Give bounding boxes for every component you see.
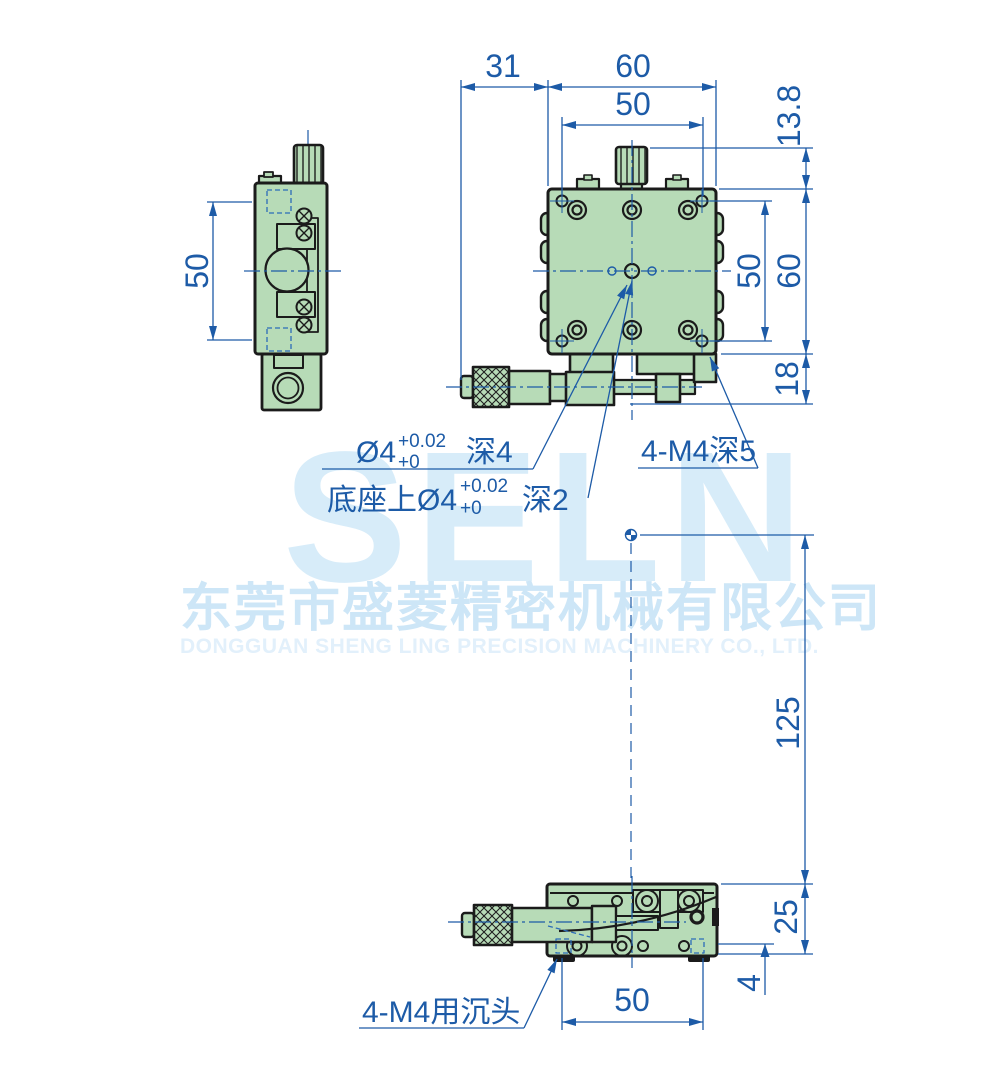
dim-4-arrowhead <box>760 944 770 957</box>
ann-hole-base-tol-lower: +0 <box>460 498 482 519</box>
carriage-screws <box>635 889 701 913</box>
dim-18: 18 <box>769 361 805 397</box>
adjust-knob-left-view <box>292 143 325 186</box>
base-hole-datum <box>624 528 638 884</box>
hidden-countersunk-holes <box>547 925 705 954</box>
dimension-texts: 31 60 50 13.8 50 60 18 125 25 4 50 50 <box>179 48 807 1018</box>
ann-hole-top-tol-lower: +0 <box>398 452 420 473</box>
base-stem <box>654 372 682 404</box>
dim-50-left: 50 <box>179 253 215 289</box>
dim-4: 4 <box>731 974 767 992</box>
drive-block <box>659 889 679 929</box>
micrometer-barrel-front-view <box>510 906 594 944</box>
extension-lines <box>207 80 814 1030</box>
ann-corner-holes: 4-M4深5 <box>641 435 756 468</box>
micrometer-thimble-front-view <box>472 903 514 947</box>
datum-point-quadrants <box>625 529 637 541</box>
hidden-hole-top <box>266 189 292 214</box>
ann-hole-base-suffix: 深2 <box>522 484 569 517</box>
dim-13-8: 13.8 <box>771 85 807 147</box>
dim-31: 31 <box>485 48 521 84</box>
micrometer-tip-front-view <box>460 911 476 939</box>
side-setscrew <box>712 908 719 926</box>
micrometer-mount-top-view <box>564 370 616 407</box>
ann-hole-top-suffix: 深4 <box>466 436 513 469</box>
leader-lines <box>322 280 759 1029</box>
dim-60-right: 60 <box>771 253 807 289</box>
dim-50-top: 50 <box>615 86 651 122</box>
side-clamp-hole <box>264 247 310 293</box>
top-view <box>446 140 731 420</box>
hidden-hole-bottom <box>266 327 292 352</box>
ann-hole-top-tol-upper: +0.02 <box>398 431 446 452</box>
watermark: SELN 东莞市盛菱精密机械有限公司 DONGGUAN SHENG LING P… <box>180 414 882 658</box>
side-view-left <box>244 130 344 412</box>
dim-60-top: 60 <box>615 48 651 84</box>
dim-125: 125 <box>770 696 806 749</box>
pivot-pin <box>689 909 705 925</box>
annotation-texts: Ø4 +0.02 +0 深4 底座上Ø4 +0.02 +0 深2 4-M4深5 … <box>327 431 756 1029</box>
micrometer-mount-front-view <box>590 904 618 944</box>
leader-center-hole <box>532 284 628 470</box>
centerlines-top-view <box>446 140 731 420</box>
ann-hole-base-prefix: 底座上Ø4 <box>327 484 457 517</box>
watermark-company-cn: 东莞市盛菱精密机械有限公司 <box>180 580 882 638</box>
top-tab-left-notch <box>583 174 593 181</box>
leader-corner-holes <box>709 356 759 469</box>
micrometer-end-inner <box>276 376 300 400</box>
ann-hole-top-prefix: Ø4 <box>356 436 396 469</box>
leader-base-hole <box>587 280 634 499</box>
dim-50-right: 50 <box>731 253 767 289</box>
leader-countersunk <box>523 958 558 1029</box>
dim-50-bottom: 50 <box>614 982 650 1018</box>
centerlines-front-view <box>448 876 686 968</box>
bracket-slot <box>273 354 304 369</box>
base-right-arm <box>692 352 718 384</box>
dimension-lines <box>209 83 810 1026</box>
top-tab-right-notch <box>672 174 682 181</box>
dim-25: 25 <box>768 899 804 935</box>
phillips-screws <box>295 207 313 334</box>
watermark-company-en: DONGGUAN SHENG LING PRECISION MACHINERY … <box>180 635 819 658</box>
front-view-bottom <box>448 876 719 968</box>
clamp-tab-notch <box>263 171 274 178</box>
ann-countersunk: 4-M4用沉头 <box>362 996 520 1029</box>
ann-hole-base-tol-upper: +0.02 <box>460 476 508 497</box>
